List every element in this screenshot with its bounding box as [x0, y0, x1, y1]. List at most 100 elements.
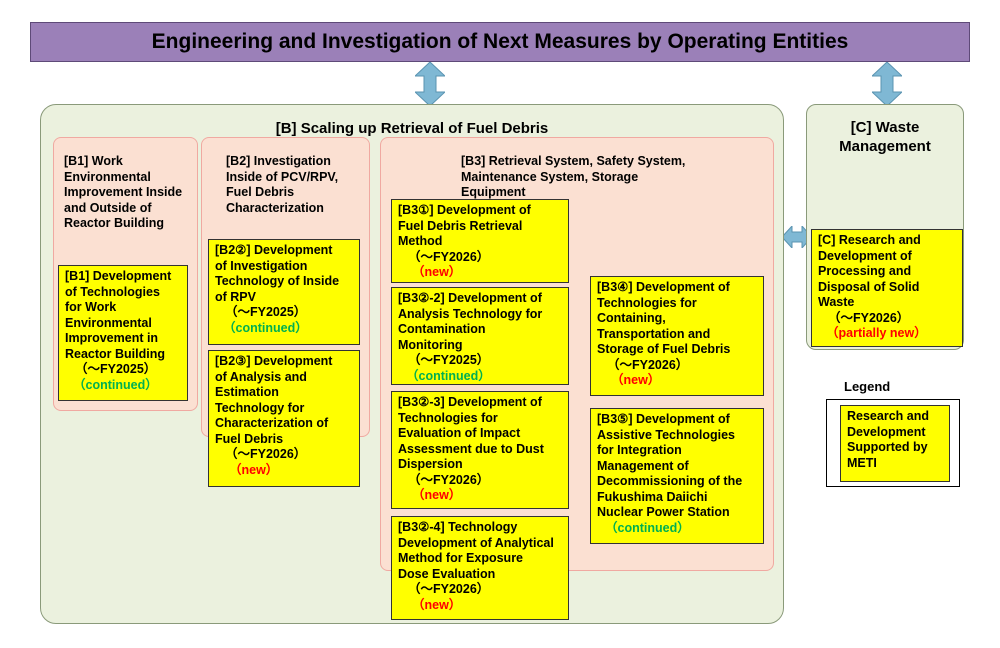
box-line: Technologies for	[597, 295, 697, 310]
box-b3-1: [B3①] Development of Fuel Debris Retriev…	[391, 199, 569, 283]
box-line: Technology of Inside	[215, 274, 340, 288]
legend-line: Research and	[847, 409, 929, 423]
box-line: Development of Analytical	[398, 535, 554, 550]
legend-line: Development	[847, 424, 926, 439]
panel-c-title: [C] Waste Management	[806, 118, 964, 156]
status-new: （new）	[412, 488, 462, 502]
box-c: [C] Research and Development of Processi…	[811, 229, 963, 347]
box-line: Decommissioning of the	[597, 474, 743, 488]
header-line: Characterization	[226, 200, 324, 215]
box-line: Management of	[597, 458, 689, 473]
box-line: Fuel Debris	[215, 431, 284, 446]
box-line: [B3①] Development of	[398, 203, 531, 217]
fiscal-year: （～FY2026）	[408, 472, 490, 487]
status-continued: （continued）	[73, 377, 158, 392]
box-line: Analysis Technology for	[398, 306, 543, 321]
status-continued: （continued）	[605, 520, 690, 535]
fiscal-year: （～FY2025）	[408, 353, 490, 367]
fiscal-year: （～FY2025）	[225, 305, 307, 319]
box-line: Dose Evaluation	[398, 566, 496, 581]
box-b3-2-2: [B3②-2] Development of Analysis Technolo…	[391, 287, 569, 385]
status-new: （new）	[412, 265, 462, 279]
box-line: Storage of Fuel Debris	[597, 342, 731, 356]
box-line: Monitoring	[398, 337, 463, 352]
group-b1-header: [B1] Work Environmental Improvement Insi…	[64, 154, 196, 232]
box-b2-3: [B2③] Development of Analysis and Estima…	[208, 350, 360, 487]
header-line: Environmental	[64, 169, 151, 184]
header-line: [B3] Retrieval System, Safety System,	[461, 154, 686, 168]
legend-swatch: Research and Development Supported by ME…	[840, 405, 950, 482]
box-line: [B2②] Development	[215, 243, 333, 257]
panel-b-title: [B] Scaling up Retrieval of Fuel Debris	[275, 120, 549, 137]
fiscal-year: （～FY2026）	[408, 582, 490, 596]
header-line: Improvement Inside	[64, 185, 183, 199]
header-line: and Outside of	[64, 200, 152, 215]
banner-title: Engineering and Investigation of Next Me…	[151, 30, 849, 53]
box-line: Characterization of	[215, 416, 329, 430]
box-line: [B3⑤] Development of	[597, 412, 730, 426]
header-line: Fuel Debris	[226, 185, 295, 199]
box-line: Nuclear Power Station	[597, 505, 730, 519]
title-line: Management	[839, 138, 931, 155]
box-line: Technologies for	[398, 410, 498, 425]
box-line: Dispersion	[398, 457, 463, 471]
box-line: Transportation and	[597, 326, 711, 341]
box-b1: [B1] Development of Technologies for Wor…	[58, 265, 188, 401]
box-line: Reactor Building	[65, 346, 166, 361]
status-new: （new）	[229, 462, 279, 477]
legend-line: METI	[847, 455, 877, 470]
header-line: [B2] Investigation	[226, 154, 331, 168]
fiscal-year: （～FY2026）	[408, 249, 490, 264]
box-line: [B1] Development	[65, 269, 172, 283]
status-continued: （continued）	[223, 320, 308, 335]
box-b2-2: [B2②] Development of Investigation Techn…	[208, 239, 360, 345]
box-line: Method for Exposure	[398, 551, 524, 565]
box-line: for Integration	[597, 443, 682, 457]
box-line: [B3②-3] Development of	[398, 395, 542, 409]
status-partially-new: （partially new）	[826, 326, 927, 340]
box-line: Assessment due to Dust	[398, 441, 544, 456]
status-continued: （continued）	[406, 368, 491, 383]
box-line: [B3②-2] Development of	[398, 291, 542, 305]
box-line: Development of	[818, 248, 912, 263]
horizontal-double-arrow-icon	[782, 226, 812, 248]
fiscal-year: （～FY2026）	[828, 310, 910, 325]
box-line: of Technologies	[65, 284, 160, 299]
fiscal-year: （～FY2026）	[607, 357, 689, 372]
box-line: [B3④] Development of	[597, 280, 730, 294]
title-line: [C] Waste	[850, 119, 920, 136]
box-line: for Work	[65, 300, 117, 314]
legend-title: Legend	[844, 379, 891, 394]
box-line: Processing and	[818, 264, 912, 278]
box-b3-5: [B3⑤] Development of Assistive Technolog…	[590, 408, 764, 544]
box-line: Waste	[818, 295, 855, 309]
header-line: [B1] Work	[64, 154, 123, 168]
box-line: Disposal of Solid	[818, 279, 920, 294]
box-line: Fukushima Daiichi	[597, 489, 708, 504]
box-line: Contamination	[398, 322, 486, 336]
box-line: of Investigation	[215, 258, 308, 273]
box-b3-2-4: [B3②-4] Technology Development of Analyt…	[391, 516, 569, 620]
header-line: Reactor Building	[64, 216, 165, 230]
box-line: of RPV	[215, 289, 256, 304]
header-line: Equipment	[461, 185, 526, 199]
box-line: of Analysis and	[215, 369, 307, 384]
box-line: [C] Research and	[818, 233, 921, 247]
box-b3-2-3: [B3②-3] Development of Technologies for …	[391, 391, 569, 509]
box-line: Environmental	[65, 315, 152, 330]
box-b3-4: [B3④] Development of Technologies for Co…	[590, 276, 764, 396]
fiscal-year: （～FY2026）	[225, 447, 307, 461]
box-line: Containing,	[597, 311, 666, 325]
header-line: Maintenance System, Storage	[461, 169, 639, 184]
box-line: Technology for	[215, 400, 305, 415]
legend-line: Supported by	[847, 440, 928, 454]
box-line: Method	[398, 234, 443, 248]
fiscal-year: （～FY2025）	[75, 362, 157, 376]
group-b2-header: [B2] Investigation Inside of PCV/RPV, Fu…	[226, 154, 368, 216]
status-new: （new）	[412, 597, 462, 612]
top-banner: Engineering and Investigation of Next Me…	[30, 22, 970, 62]
box-line: Estimation	[215, 385, 279, 399]
box-line: Fuel Debris Retrieval	[398, 218, 523, 233]
box-line: Assistive Technologies	[597, 427, 736, 442]
double-headed-arrow-icon	[415, 62, 445, 106]
